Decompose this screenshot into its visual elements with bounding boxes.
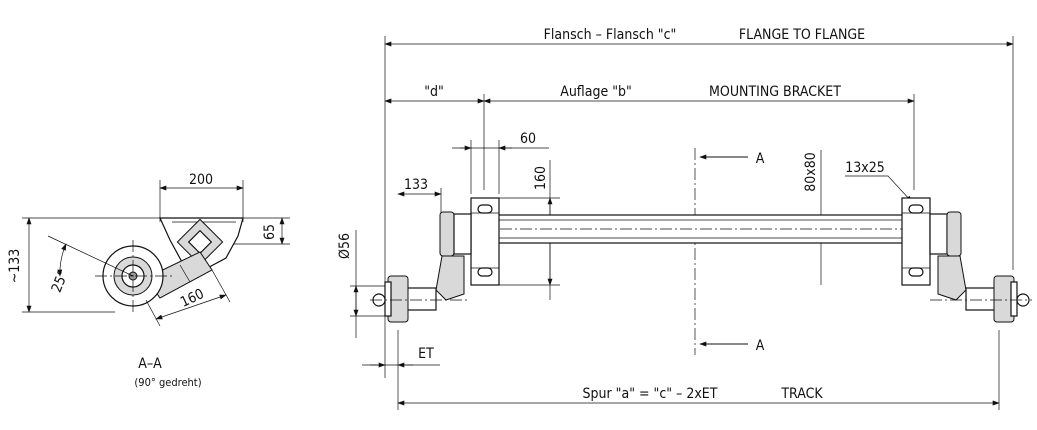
mounting-bracket-de-label: Auflage "b" <box>560 84 632 100</box>
et-label: ET <box>418 346 434 362</box>
section-angle-label: 25° <box>49 268 72 295</box>
front-view: Flansch – Flansch "c" FLANGE TO FLANGE "… <box>337 27 1032 410</box>
right-stub-axle <box>965 287 997 311</box>
flange-to-flange-en-label: FLANGE TO FLANGE <box>739 27 865 43</box>
mounting-bracket-en-label: MOUNTING BRACKET <box>709 84 841 100</box>
bracket-width-label: 60 <box>520 131 536 147</box>
section-height-right-label: 65 <box>262 224 278 240</box>
angle-ray <box>47 235 134 277</box>
section-mark-top: A <box>756 151 765 167</box>
section-width-label: 200 <box>189 172 213 188</box>
section-view-a-a: 200 ~133 65 25° 160 A–A (90° g <box>7 172 290 389</box>
section-mark-bottom: A <box>756 338 765 354</box>
slot <box>908 267 924 277</box>
extension-line <box>145 299 161 327</box>
right-flange <box>1010 281 1018 317</box>
slot-size-label: 13x25 <box>845 160 885 176</box>
bracket-height-label: 160 <box>533 166 549 190</box>
bracket-offset-label: "d" <box>424 84 444 100</box>
angle-arc <box>57 243 67 277</box>
right-mounting-bracket <box>901 197 931 286</box>
slot-leader <box>845 175 913 203</box>
left-trailing-arm <box>435 255 465 301</box>
left-spring-housing <box>453 213 472 255</box>
square-tube-bore <box>187 229 213 255</box>
arm-detail <box>179 264 191 283</box>
section-title: A–A <box>138 356 162 372</box>
slot <box>908 204 924 214</box>
track-en-label: TRACK <box>780 386 823 402</box>
arm-dimension-line <box>155 294 227 320</box>
axle-section-label: 80x80 <box>803 152 819 192</box>
flange-offset-label: 133 <box>404 177 428 193</box>
extension-line <box>211 269 231 303</box>
flange-to-flange-de-label: Flansch – Flansch "c" <box>544 27 677 43</box>
slot <box>477 204 493 214</box>
left-mounting-bracket <box>470 197 500 286</box>
slot <box>477 267 493 277</box>
left-stub-axle <box>405 287 437 311</box>
section-height-left-label: ~133 <box>7 249 23 284</box>
section-subtitle: (90° gedreht) <box>134 376 201 389</box>
hub-diameter-label: Ø56 <box>337 233 353 259</box>
left-flange <box>384 281 392 317</box>
section-arm-length-label: 160 <box>178 286 207 311</box>
track-de-label: Spur "a" = "c" – 2xET <box>583 386 718 402</box>
right-trailing-arm <box>937 255 967 301</box>
right-spring-housing <box>929 213 948 255</box>
right-rubber-spring <box>946 211 962 257</box>
left-rubber-spring <box>439 211 455 257</box>
